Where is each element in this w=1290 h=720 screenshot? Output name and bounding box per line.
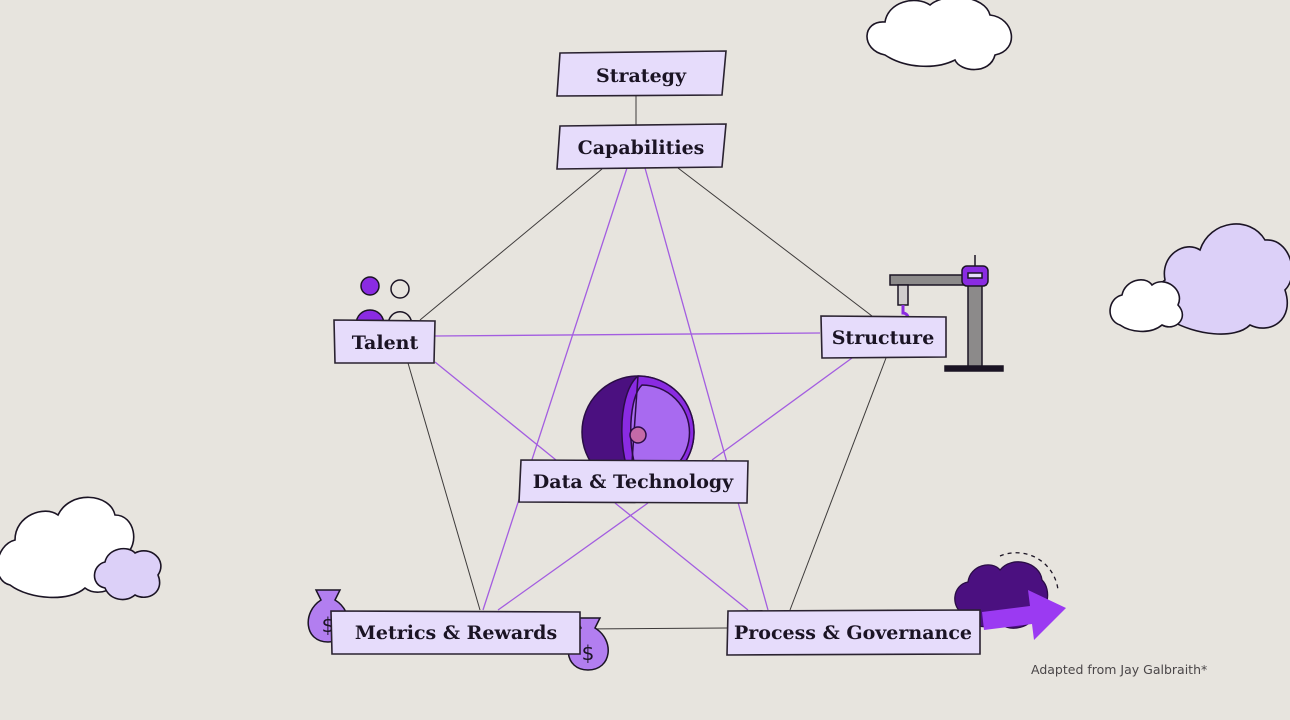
connector-lines-gray — [407, 95, 887, 630]
node-data-technology: Data & Technology — [518, 459, 749, 504]
node-structure: Structure — [820, 315, 947, 359]
node-talent-label: Talent — [352, 332, 419, 354]
connector-lines-purple — [434, 167, 853, 611]
node-process-governance: Process & Governance — [726, 609, 981, 656]
svg-text:$: $ — [582, 641, 595, 665]
cloud-icon — [1109, 223, 1290, 335]
node-capabilities-label: Capabilities — [578, 137, 705, 159]
node-talent: Talent — [333, 319, 436, 364]
node-data-technology-label: Data & Technology — [533, 471, 734, 493]
people-icon — [355, 276, 413, 327]
node-strategy: Strategy — [556, 50, 727, 97]
node-process-governance-label: Process & Governance — [734, 622, 972, 644]
node-capabilities: Capabilities — [556, 123, 727, 170]
attribution-caption: Adapted from Jay Galbraith* — [1031, 662, 1208, 677]
crane-icon — [889, 255, 1004, 372]
cloud-icon — [866, 0, 1013, 71]
cloud-icon — [0, 496, 162, 601]
node-metrics-rewards-label: Metrics & Rewards — [355, 622, 557, 644]
node-metrics-rewards: Metrics & Rewards — [330, 610, 581, 655]
node-structure-label: Structure — [832, 327, 935, 349]
node-strategy-label: Strategy — [596, 65, 687, 87]
